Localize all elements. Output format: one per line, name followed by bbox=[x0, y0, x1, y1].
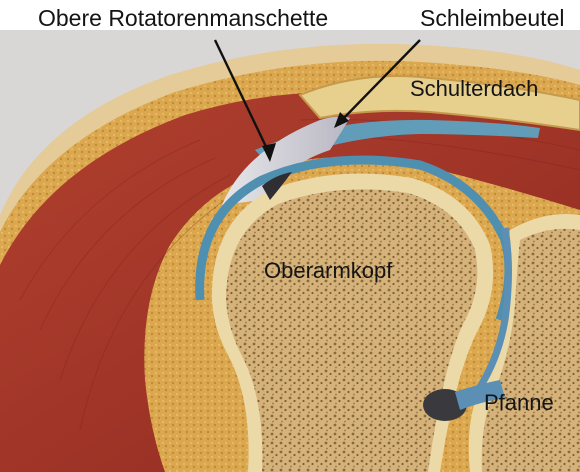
rotator-cuff-label: Obere Rotatorenmanschette bbox=[38, 7, 328, 30]
acromion-label: Schulterdach bbox=[410, 78, 538, 100]
humeral-head-label: Oberarmkopf bbox=[264, 260, 392, 282]
bursa-label: Schleimbeutel bbox=[420, 7, 564, 30]
socket-label: Pfanne bbox=[484, 392, 554, 414]
